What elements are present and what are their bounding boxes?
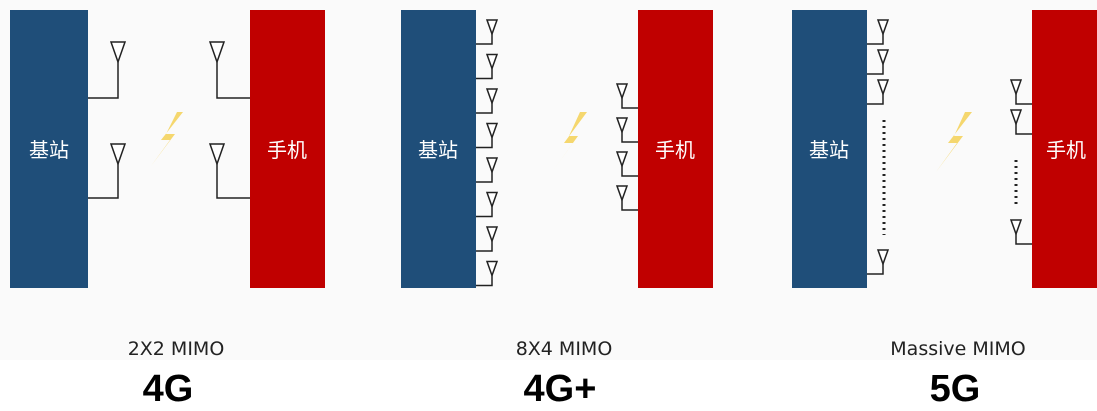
- phone-antenna: [615, 185, 638, 211]
- panel-massive: 基站 手机: [792, 10, 1097, 288]
- phone-antenna: [208, 143, 250, 199]
- base-antenna: [476, 226, 499, 252]
- base-antenna: [867, 249, 890, 275]
- phone-label: 手机: [655, 138, 695, 162]
- phone-antenna: [615, 117, 638, 143]
- signal-lightning-icon: [151, 112, 183, 166]
- phone-antenna: [615, 151, 638, 177]
- base-station-box: [10, 10, 88, 288]
- phone-antenna: [1009, 79, 1032, 105]
- caption-8x4: 8X4 MIMO: [515, 338, 613, 360]
- base-antenna: [476, 260, 499, 287]
- base-station-box: [792, 10, 867, 288]
- base-antenna: [867, 79, 890, 105]
- base-antenna: [476, 157, 499, 183]
- caption-massive: Massive MIMO: [890, 338, 1026, 360]
- base-station-label: 基站: [418, 138, 458, 162]
- signal-lightning-icon: [552, 112, 587, 172]
- base-antenna: [88, 41, 127, 99]
- base-antenna: [476, 53, 499, 80]
- base-antenna-array: [476, 19, 499, 287]
- generation-5g: 5G: [929, 368, 981, 410]
- base-station-label: 基站: [809, 138, 849, 162]
- base-station-box: [401, 10, 476, 288]
- mimo-diagram-svg: 基站 手机: [10, 10, 1097, 288]
- phone-box: [250, 10, 325, 288]
- panel-8x4: 基站 手机: [401, 10, 713, 288]
- phone-box: [638, 10, 713, 288]
- signal-lightning-icon: [936, 112, 972, 172]
- phone-box: [1032, 10, 1097, 288]
- base-antenna-array: [867, 19, 890, 275]
- phone-label: 手机: [267, 138, 307, 162]
- panel-2x2: 基站 手机: [10, 10, 325, 288]
- phone-antenna-array: [615, 83, 638, 211]
- phone-antenna-array: [1009, 79, 1032, 245]
- base-antenna: [867, 19, 890, 45]
- phone-antenna: [208, 41, 250, 99]
- caption-2x2: 2X2 MIMO: [127, 338, 225, 360]
- generation-4g-plus: 4G+: [523, 368, 597, 410]
- base-antenna: [476, 122, 499, 149]
- phone-label: 手机: [1046, 138, 1086, 162]
- diagram-background: [0, 0, 1097, 360]
- base-antenna: [476, 19, 499, 45]
- base-station-label: 基站: [29, 138, 69, 162]
- phone-antenna: [1009, 109, 1032, 135]
- phone-antenna: [615, 83, 638, 109]
- base-antenna: [88, 143, 127, 199]
- base-antenna: [476, 88, 499, 114]
- base-antenna: [476, 191, 499, 218]
- generation-4g: 4G: [142, 368, 194, 410]
- base-antenna: [867, 49, 890, 75]
- phone-antenna: [1009, 219, 1032, 245]
